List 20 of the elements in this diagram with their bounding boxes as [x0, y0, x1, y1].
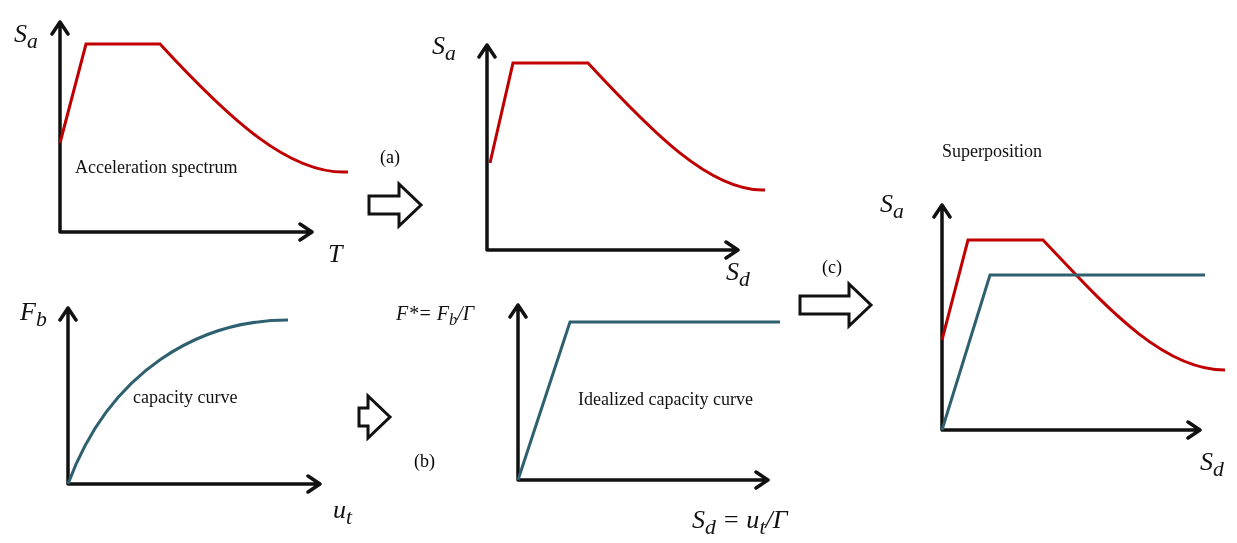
axis-label: S$_{d}$ = u$_{t}$/Γ [692, 506, 788, 540]
axis-label: T [328, 240, 343, 269]
chart-title: Superposition [942, 142, 1042, 162]
chart-caption: Acceleration spectrum [75, 158, 238, 178]
chart-caption: capacity curve [133, 388, 238, 408]
axis-label: u$_{t}$ [333, 496, 353, 530]
block-arrow [798, 280, 874, 330]
edge-label: (b) [412, 452, 437, 472]
axis-label: S$_{d}$ [1200, 448, 1224, 482]
axis-label: S$_{a}$ [14, 20, 38, 54]
axis-label: S$_{d}$ [726, 258, 750, 292]
axis-label: F*= F$_{b}$/Γ [396, 302, 475, 330]
block-arrow [367, 180, 424, 230]
block-arrow [357, 392, 393, 442]
chart-caption: Idealized capacity curve [578, 390, 753, 410]
edge-label: (a) [378, 148, 402, 168]
axis-label: F$_{b}$ [20, 298, 47, 332]
axis-label: S$_{a}$ [432, 32, 456, 66]
axis-label: S$_{a}$ [880, 190, 904, 224]
edge-label: (c) [820, 258, 844, 278]
